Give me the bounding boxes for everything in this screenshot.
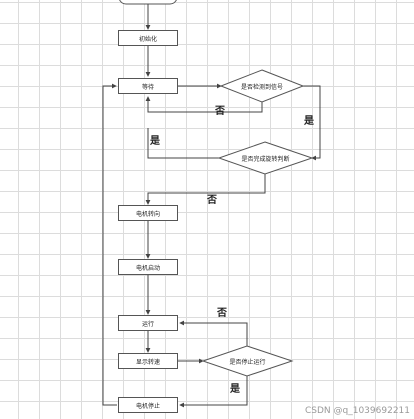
label-d2-no: 否 — [207, 195, 217, 206]
label-d3-no: 否 — [217, 308, 227, 319]
edge-d2-yes — [147, 128, 219, 159]
node-motor-stop: 电机停止 — [118, 397, 178, 413]
node-wait: 等待 — [118, 78, 178, 94]
decision-d3-label: 是否停止运行 — [229, 358, 266, 366]
label-d1-yes: 是 — [304, 116, 314, 127]
edge-d1-yes — [303, 85, 321, 161]
node-run: 运行 — [118, 315, 178, 331]
edge-d3-no — [179, 320, 248, 349]
node-motor-dir: 电机转向 — [118, 205, 178, 221]
edge-d3-yes — [179, 373, 248, 408]
decision-d2-label: 是否完成旋转判断 — [241, 155, 290, 163]
watermark: CSDN @q_1039692211 — [305, 406, 410, 416]
node-motor-start: 电机启动 — [118, 259, 178, 275]
edge-d2-no — [145, 174, 266, 205]
decision-d2 — [217, 141, 314, 175]
label-d1-no: 否 — [215, 106, 225, 117]
node-display: 显示转速 — [118, 353, 178, 369]
decision-d3 — [201, 345, 294, 377]
node-init: 初始化 — [118, 30, 178, 46]
label-d2-yes: 是 — [150, 136, 160, 147]
decision-d1-label: 是否检测到信号 — [240, 83, 283, 91]
start-terminator — [119, 0, 177, 5]
label-d3-yes: 是 — [230, 384, 240, 395]
decision-d1 — [219, 69, 305, 103]
edge-stop-loop — [102, 83, 117, 406]
edge-d1-no — [145, 96, 263, 113]
